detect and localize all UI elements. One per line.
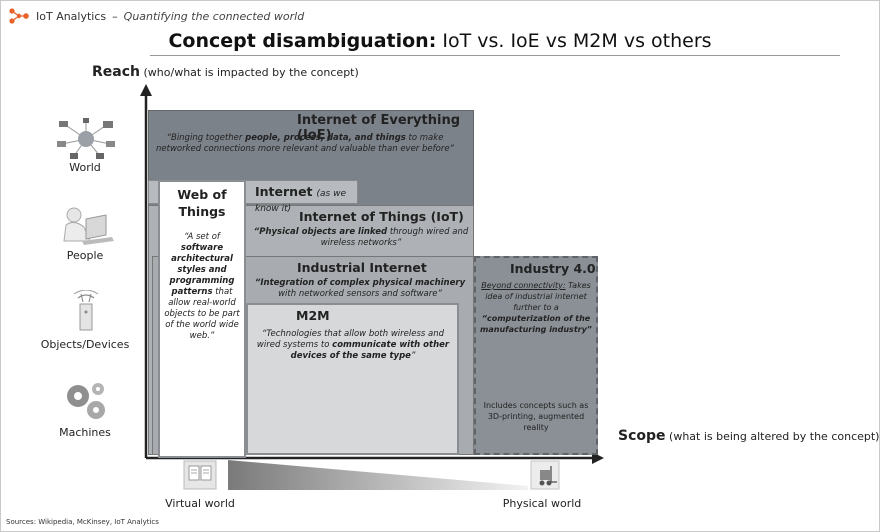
m2m-description: “Technologies that allow both wireless a… [256, 329, 450, 361]
documents-icon [183, 460, 217, 490]
page-title-bold: Concept disambiguation: [168, 30, 437, 52]
category-people: People [66, 249, 104, 262]
category-world: World [69, 161, 101, 174]
forklift-icon [530, 460, 560, 490]
y-axis-label-rest: (who/what is impacted by the concept) [143, 66, 359, 79]
internet-title: Internet (as we know it) [255, 184, 346, 214]
brand-tagline: Quantifying the connected world [123, 9, 305, 23]
y-axis-label: Reach (who/what is impacted by the conce… [92, 64, 359, 80]
web-of-things-box: Web of Things “A set of software archite… [158, 180, 246, 458]
brand-name: IoT Analytics [36, 9, 107, 23]
industry-4-0-note: Includes concepts such as 3D-printing, a… [483, 401, 589, 432]
m2m-box: M2M “Technologies that allow both wirele… [246, 303, 459, 455]
ioe-title: Internet of Everything (IoE) [297, 113, 461, 143]
brand-header: IoT Analytics – Quantifying the connecte… [8, 6, 304, 26]
x-axis-label: Scope (what is being altered by the conc… [618, 428, 879, 444]
category-machines: Machines [59, 426, 111, 439]
gears-icon [56, 380, 116, 422]
iot-description: “Physical objects are linked through wir… [253, 227, 469, 248]
industrial-internet-title: Industrial Internet [297, 260, 427, 275]
web-of-things-title: Web of Things [177, 187, 227, 219]
category-objects-devices: Objects/Devices [40, 338, 130, 351]
page-title: Concept disambiguation: IoT vs. IoE vs M… [0, 30, 880, 52]
y-axis-label-bold: Reach [92, 64, 140, 80]
iot-analytics-logo-icon [8, 7, 30, 25]
virtual-to-physical-gradient [228, 460, 528, 490]
network-globe-icon [56, 118, 116, 160]
industry-4-0-box: Industry 4.0 Beyond connectivity: Takes … [474, 256, 598, 455]
page-title-rest: IoT vs. IoE vs M2M vs others [442, 30, 712, 52]
m2m-title: M2M [296, 308, 330, 323]
industry-4-0-title: Industry 4.0 [510, 261, 596, 276]
wireless-router-icon [56, 289, 116, 332]
x-axis-label-bold: Scope [618, 428, 666, 444]
physical-world-label: Physical world [502, 497, 582, 510]
title-divider [150, 55, 840, 56]
industrial-internet-description: “Integration of complex physical machine… [254, 278, 466, 299]
sources-footnote: Sources: Wikipedia, McKinsey, IoT Analyt… [6, 518, 159, 526]
iot-title: Internet of Things (IoT) [299, 209, 464, 224]
industry-4-0-description: Beyond connectivity: Takes idea of indus… [480, 281, 592, 334]
x-axis-label-rest: (what is being altered by the concept) [669, 430, 880, 443]
person-laptop-icon [56, 205, 116, 247]
ioe-description: “Binging together people, process, data,… [156, 133, 454, 154]
web-of-things-description: “A set of software architectural styles … [164, 232, 240, 341]
virtual-world-label: Virtual world [165, 497, 235, 510]
